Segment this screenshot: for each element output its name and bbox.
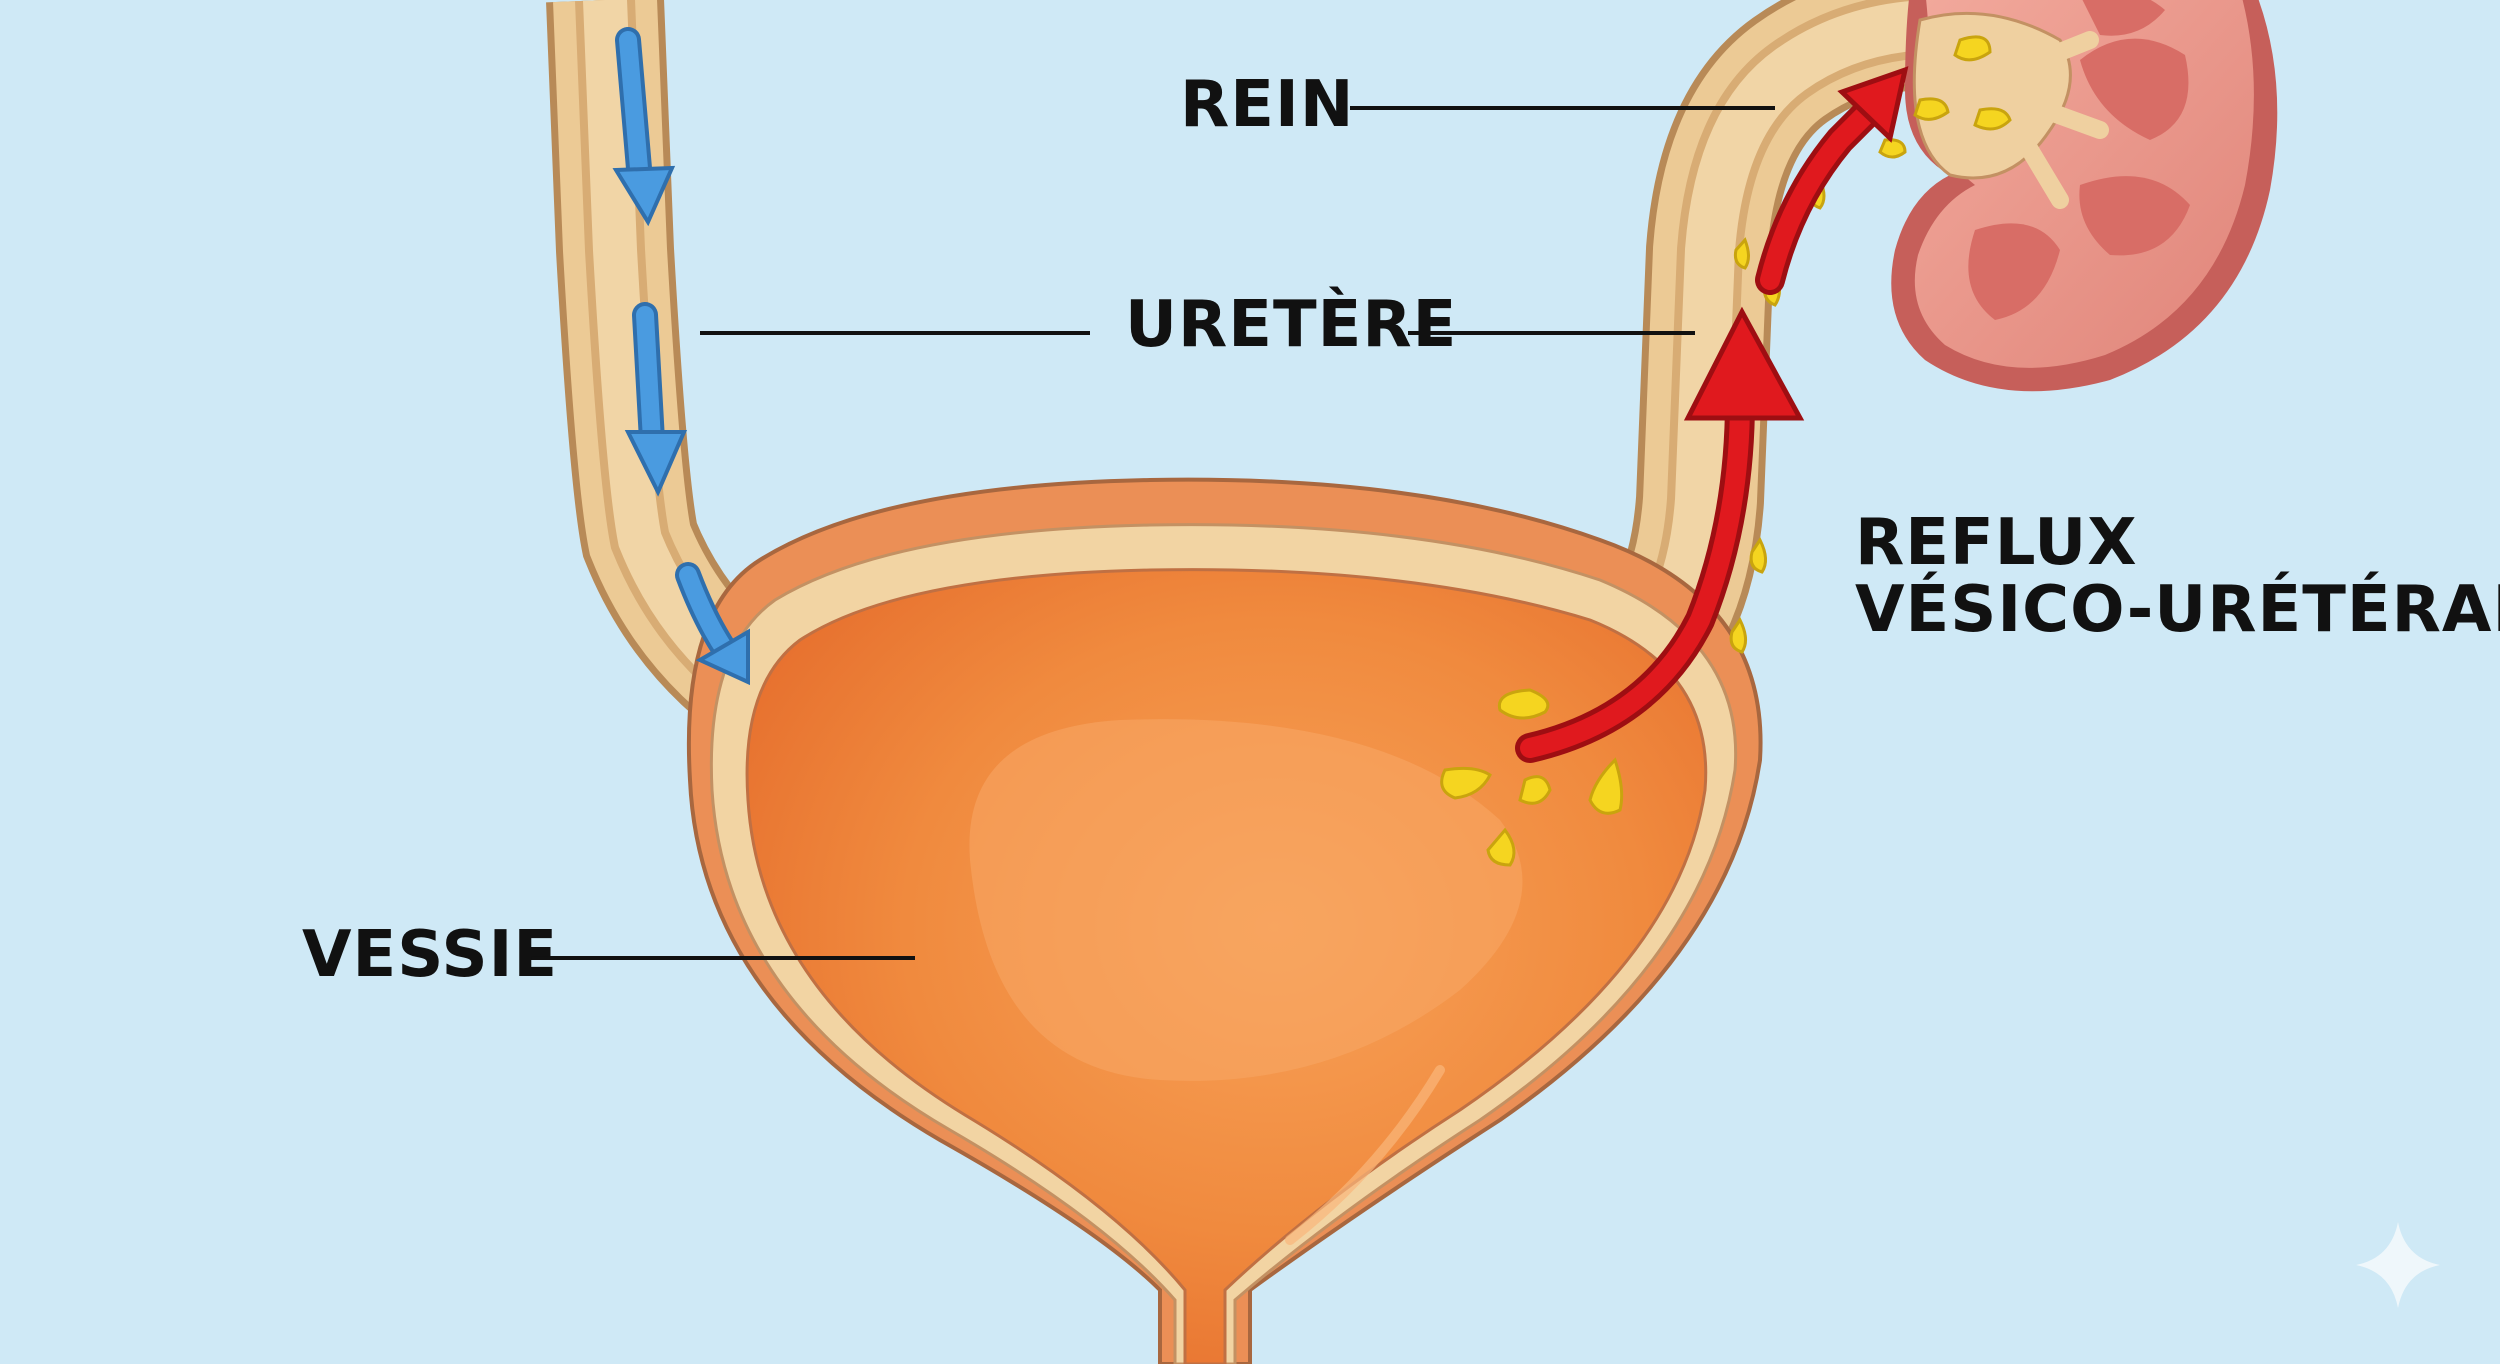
label-reflux-line2: VÉSICO-URÉTÉRALE <box>1855 573 2500 648</box>
arrow-down-icon <box>675 562 750 686</box>
label-vessie: VESSIE <box>302 918 559 992</box>
renal-pyramid <box>2079 176 2190 256</box>
urine-drop <box>1486 827 1516 867</box>
arrow-up-icon <box>1755 66 1909 295</box>
reflux-arrows <box>1515 66 1909 763</box>
label-reflux: REFLUX VÉSICO-URÉTÉRALE <box>1855 506 2500 648</box>
urine-drop <box>1913 97 1950 121</box>
urine-drop <box>1518 775 1552 805</box>
urine-drop <box>1878 138 1907 159</box>
arrow-down-icon <box>624 302 688 497</box>
leader-lines <box>525 106 1775 960</box>
renal-pyramid <box>1968 223 2060 320</box>
urine-drop <box>1733 237 1750 270</box>
urine-drop <box>1729 617 1747 654</box>
arrow-down-icon <box>612 27 676 227</box>
urine-droplets <box>1440 35 2012 867</box>
sparkle-icon <box>2356 1222 2440 1308</box>
label-uretere: URETÈRE <box>1125 288 1458 362</box>
urine-drop <box>1588 757 1624 815</box>
arrow-up-icon <box>1515 306 1805 763</box>
renal-pyramid <box>2082 0 2165 36</box>
urine-drop <box>1497 688 1550 720</box>
urine-drop <box>1953 35 1992 62</box>
bladder <box>686 477 1763 1364</box>
urine-drop <box>1749 537 1767 574</box>
urine-drop <box>1440 766 1492 800</box>
normal-flow-arrows <box>612 27 750 686</box>
label-reflux-line1: REFLUX <box>1855 506 2138 580</box>
label-rein: REIN <box>1180 68 1355 142</box>
kidney <box>1891 0 2278 392</box>
urine-drop <box>1973 107 2012 131</box>
renal-pyramid <box>2080 38 2189 140</box>
